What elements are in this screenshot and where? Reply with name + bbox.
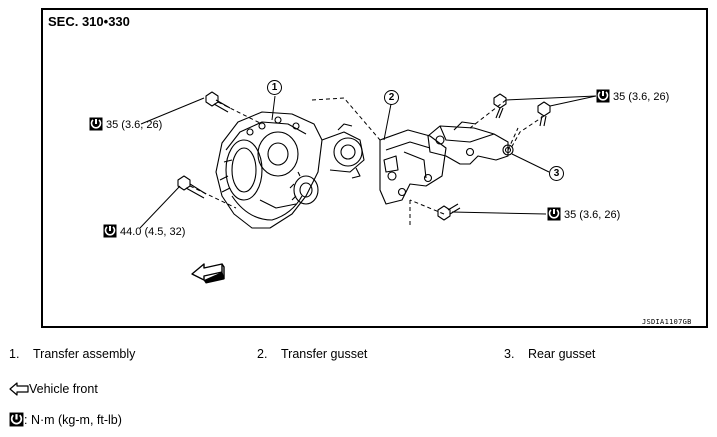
torque-value: 44.0 (4.5, 32)	[120, 226, 186, 238]
torque-value: 35 (3.6, 26)	[106, 119, 163, 131]
callout-3: 3	[549, 166, 564, 181]
torque-wrench-icon	[89, 117, 103, 131]
legend-item-2: 2. Transfer gusset	[257, 347, 367, 361]
section-label: SEC. 310•330	[48, 14, 130, 29]
callout-2: 2	[384, 90, 399, 105]
torque-wrench-icon	[9, 412, 24, 427]
transfer-gusset-drawing	[379, 129, 447, 205]
legend-number: 3.	[504, 347, 515, 361]
torque-value: 35 (3.6, 26)	[564, 209, 621, 221]
legend-number: 1.	[9, 347, 20, 361]
torque-value: 35 (3.6, 26)	[613, 91, 670, 103]
callout-1: 1	[267, 80, 282, 95]
torque-label-lower-right: 35 (3.6, 26)	[547, 207, 620, 222]
torque-wrench-icon	[596, 89, 610, 103]
vehicle-front-arrow-icon	[191, 263, 225, 284]
torque-wrench-icon	[103, 224, 117, 238]
legend-item-1: 1. Transfer assembly	[9, 347, 135, 361]
bolt-drawings	[177, 91, 551, 221]
diagram-frame	[41, 8, 708, 328]
legend-label: Transfer assembly	[33, 347, 136, 361]
torque-label-upper-right: 35 (3.6, 26)	[596, 89, 669, 104]
transfer-assembly-drawing	[215, 111, 365, 229]
legend-number: 2.	[257, 347, 268, 361]
legend-label: Rear gusset	[528, 347, 596, 361]
torque-label-lower-left: 44.0 (4.5, 32)	[103, 224, 185, 239]
vehicle-front-arrow-icon	[9, 382, 29, 396]
vehicle-front-note: Vehicle front	[9, 382, 98, 396]
legend-item-3: 3. Rear gusset	[504, 347, 595, 361]
torque-units-label: : N·m (kg-m, ft-lb)	[24, 413, 122, 427]
torque-label-upper-left: 35 (3.6, 26)	[89, 117, 162, 132]
image-code: JSDIA1107GB	[642, 318, 692, 326]
torque-units-note: : N·m (kg-m, ft-lb)	[9, 412, 122, 427]
vehicle-front-label: Vehicle front	[29, 382, 98, 396]
rear-gusset-drawing	[427, 121, 514, 165]
torque-wrench-icon	[547, 207, 561, 221]
legend-label: Transfer gusset	[281, 347, 368, 361]
